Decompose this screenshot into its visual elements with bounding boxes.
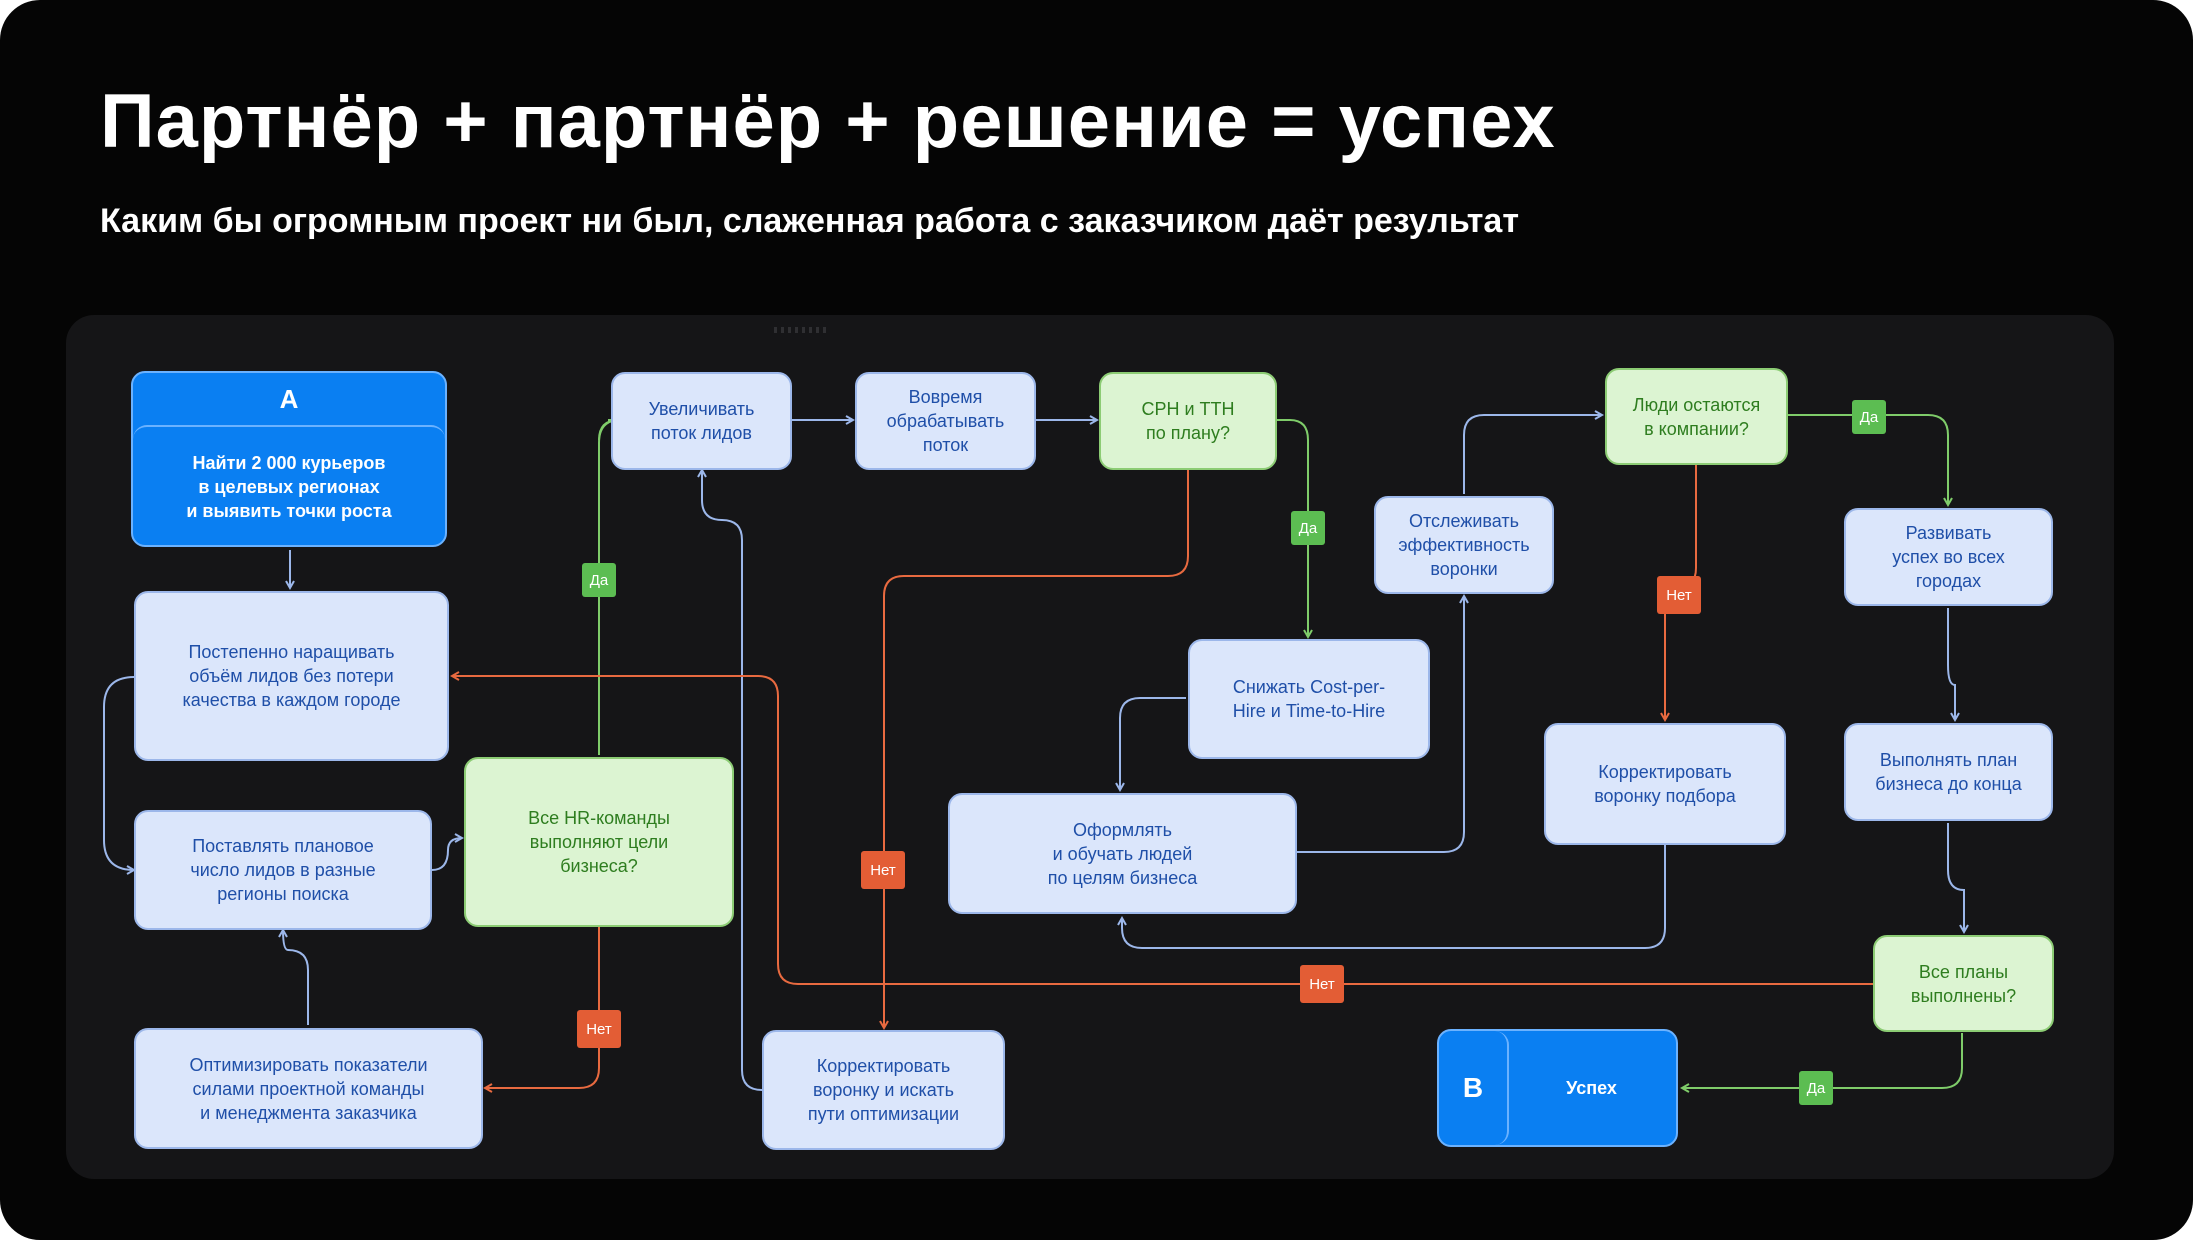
yes-badge-hr: Да [582,563,616,597]
node-correct-funnel-opt[interactable]: Корректировать воронку и искать пути опт… [762,1030,1005,1150]
edge-grow-plan [103,676,134,870]
edge-correct-onboard [1122,845,1666,949]
start-goal: Найти 2 000 курьеров в целевых регионах … [133,425,445,545]
page-title: Партнёр + партнёр + решение = успех [100,79,1556,164]
edge-cph-yes [1277,419,1308,637]
node-correct-funnel[interactable]: Корректировать воронку подбора [1544,723,1786,845]
node-set-plan[interactable]: Поставлять плановое число лидов в разные… [134,810,432,930]
no-badge-hr: Нет [577,1010,621,1048]
node-optimize-team[interactable]: Оптимизировать показатели силами проектн… [134,1028,483,1149]
node-develop-success[interactable]: Развивать успех во всех городах [1844,508,2053,606]
start-terminal[interactable]: A Найти 2 000 курьеров в целевых региона… [131,371,447,547]
board-drag-handle [774,327,828,333]
finish-terminal[interactable]: B Успех [1437,1029,1678,1147]
no-badge-plans: Нет [1300,965,1344,1003]
edge-onboard-track [1297,596,1464,853]
node-process-flow[interactable]: Вовремя обрабатывать поток [855,372,1036,470]
edge-develop-complete [1947,608,1955,720]
start-letter: A [279,383,299,414]
edge-hr-no [485,927,600,1088]
no-badge-people: Нет [1657,576,1701,614]
edge-reduce-onboard [1120,697,1186,790]
edge-optimize-plan [283,930,309,1025]
node-track-funnel[interactable]: Отслеживать эффективность воронки [1374,496,1554,594]
finish-label: Успех [1566,1077,1617,1098]
node-all-plans[interactable]: Все планы выполнены? [1873,935,2054,1032]
node-people-stay[interactable]: Люди остаются в компании? [1605,368,1788,465]
edge-plans-no [452,676,1873,985]
node-increase-flow[interactable]: Увеличивать поток лидов [611,372,792,470]
finish-letter: B [1439,1031,1509,1145]
edge-people-yes [1788,414,1948,505]
node-grow-leads[interactable]: Постепенно наращивать объём лидов без по… [134,591,449,761]
node-complete-plan[interactable]: Выполнять план бизнеса до конца [1844,723,2053,821]
node-hr-goals[interactable]: Все HR-команды выполняют цели бизнеса? [464,757,734,927]
yes-badge-cph: Да [1291,511,1325,545]
edge-track-people [1463,415,1602,494]
edge-plan-hr [431,838,462,871]
node-cph-tth[interactable]: CPH и TTH по плану? [1099,372,1277,470]
node-reduce-cost[interactable]: Снижать Cost-per- Hire и Time-to-Hire [1188,639,1430,759]
edge-complete-plans [1947,823,1964,932]
node-onboard[interactable]: Оформлять и обучать людей по целям бизне… [948,793,1297,914]
yes-badge-people: Да [1852,400,1886,434]
edge-correctopt-increase [702,470,763,1091]
page-subtitle: Каким бы огромным проект ни был, слаженн… [100,202,1519,240]
edge-cph-no [884,470,1189,1028]
edge-plans-yes [1682,1033,1963,1088]
no-badge-cph: Нет [861,851,905,889]
yes-badge-plans: Да [1799,1071,1833,1105]
